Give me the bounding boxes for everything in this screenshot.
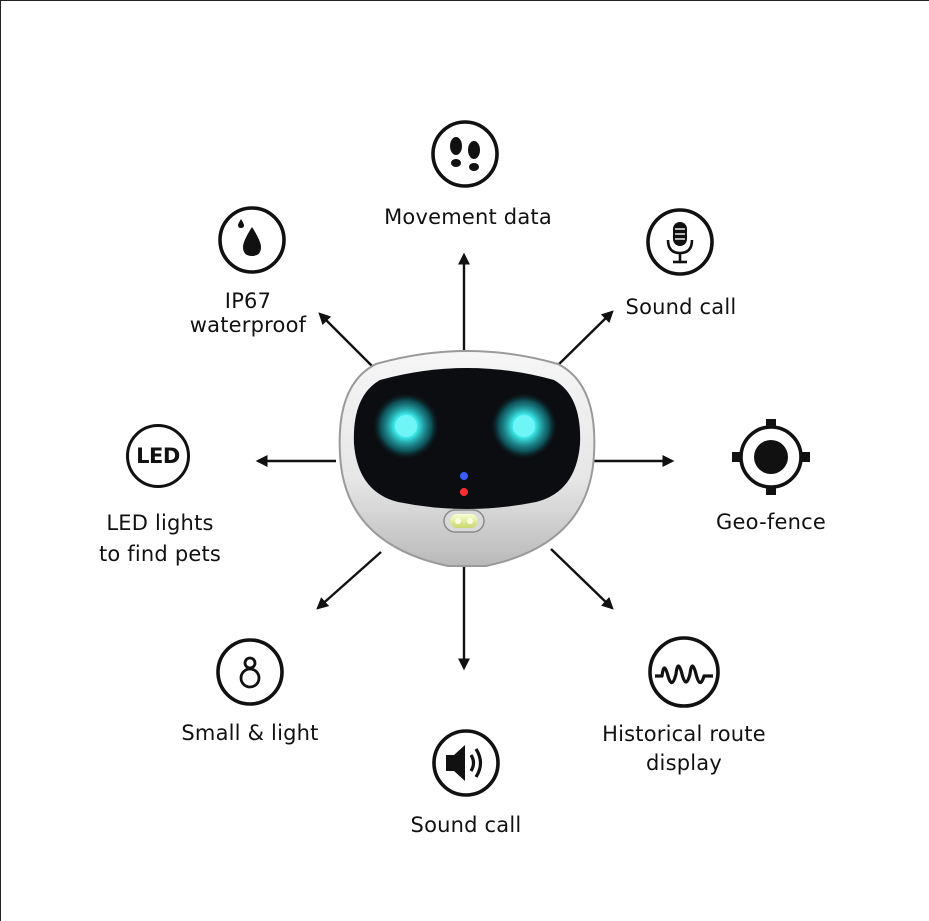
- feature-label-movement: Movement data: [384, 205, 552, 229]
- feature-label-history-line2: display: [646, 751, 722, 775]
- frame-left-line: [0, 0, 1, 921]
- target-icon: [732, 419, 810, 495]
- microphone-icon: [646, 208, 714, 276]
- arrow-up-right: [554, 310, 614, 369]
- speaker-icon: [432, 729, 500, 797]
- water-drop-icon: [218, 206, 286, 274]
- feature-label-waterproof-line2: waterproof: [189, 313, 307, 337]
- feature-label-geofence: Geo-fence: [716, 510, 826, 534]
- pet-tracker-device: [338, 350, 596, 567]
- waveform-icon: [648, 636, 720, 708]
- feature-label-led-line2: to find pets: [98, 542, 222, 566]
- arrow-down-right: [550, 548, 614, 610]
- feature-label-sound-call-top: Sound call: [625, 295, 737, 319]
- feature-label-waterproof-line1: IP67: [224, 289, 272, 313]
- led-icon-text: LED: [136, 444, 180, 468]
- frame-top-line: [0, 0, 929, 1]
- arrow-up-left: [318, 312, 373, 367]
- arrow-down-left: [316, 551, 382, 610]
- feature-label-led-line1: LED lights: [106, 511, 214, 535]
- feature-label-small-light: Small & light: [181, 721, 319, 745]
- weight-icon: [216, 638, 284, 706]
- feature-label-sound-call-bottom: Sound call: [410, 813, 522, 837]
- led-icon: LED: [126, 424, 190, 488]
- footprints-icon: [431, 120, 499, 188]
- feature-label-history-line1: Historical route: [602, 722, 766, 746]
